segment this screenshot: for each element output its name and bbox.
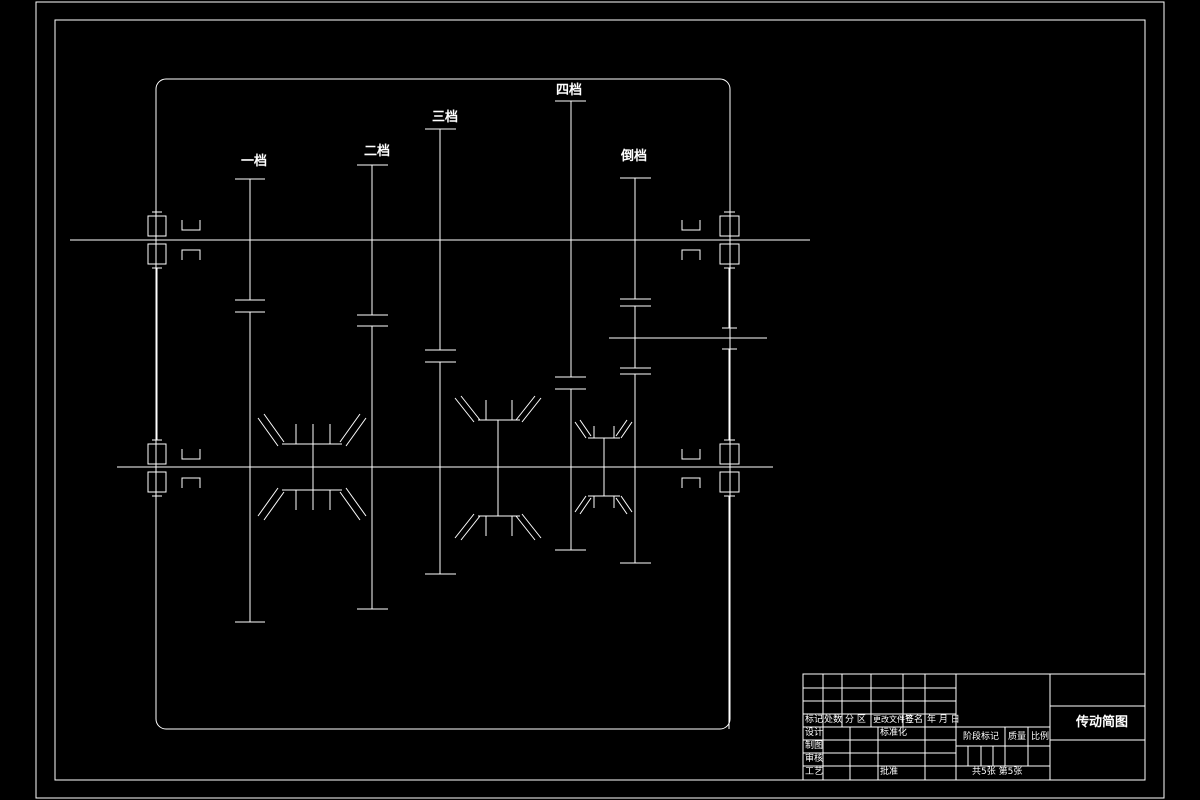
bearing-right-upper-b bbox=[719, 243, 740, 265]
bearing-left-lower-a bbox=[147, 443, 167, 465]
bearing-left-upper-a bbox=[147, 215, 167, 237]
bearing-right-lower-b bbox=[719, 471, 740, 493]
seal-left-lower-b bbox=[181, 477, 201, 488]
tb-weight: 质量 bbox=[1008, 732, 1027, 742]
tb-zone: 分 区 bbox=[845, 715, 866, 725]
label-reverse-gear: 倒档 bbox=[621, 149, 648, 164]
label-first-gear: 一档 bbox=[241, 154, 268, 169]
tb-standardization: 标准化 bbox=[880, 728, 908, 738]
seal-left-upper-a bbox=[181, 220, 201, 231]
seal-right-lower-a bbox=[681, 449, 701, 460]
tb-drawn: 制图 bbox=[805, 741, 824, 751]
tb-process: 工艺 bbox=[805, 767, 824, 777]
seal-right-upper-a bbox=[681, 220, 701, 231]
drawing-title: 传动简图 bbox=[1076, 715, 1129, 730]
tb-design: 设计 bbox=[805, 728, 824, 738]
bearing-right-upper-a bbox=[719, 215, 740, 237]
tb-change-doc: 更改文件号 bbox=[873, 715, 913, 724]
tb-scale: 比例 bbox=[1031, 732, 1050, 742]
tb-date: 年 月 日 bbox=[927, 715, 960, 725]
label-third-gear: 三档 bbox=[432, 110, 459, 125]
seal-right-lower-b bbox=[681, 477, 701, 488]
gearbox-housing bbox=[155, 78, 731, 730]
tb-mark: 标记 bbox=[805, 715, 824, 725]
tb-sheets: 共5张 第5张 bbox=[972, 767, 1023, 777]
bearing-left-lower-b bbox=[147, 471, 167, 493]
gear-third bbox=[425, 128, 456, 575]
seal-left-upper-b bbox=[181, 249, 201, 260]
synchronizer-3-4 bbox=[454, 395, 542, 541]
bearing-right-lower-a bbox=[719, 443, 740, 465]
tb-signature: 签名 bbox=[905, 715, 924, 725]
inner-border bbox=[54, 19, 1146, 781]
gear-reverse bbox=[620, 177, 651, 564]
synchronizer-1-2 bbox=[257, 413, 367, 521]
gear-second bbox=[357, 164, 388, 610]
title-block-grid bbox=[802, 673, 1146, 781]
seal-right-upper-b bbox=[681, 249, 701, 260]
gear-fourth bbox=[555, 100, 586, 551]
tb-approve: 批准 bbox=[880, 767, 899, 777]
gear-first bbox=[235, 178, 265, 623]
bearing-left-upper-b bbox=[147, 243, 167, 265]
label-fourth-gear: 四档 bbox=[556, 83, 583, 98]
tb-count: 处数 bbox=[824, 715, 843, 725]
outer-border bbox=[35, 1, 1165, 799]
seal-left-lower-a bbox=[181, 449, 201, 460]
label-second-gear: 二档 bbox=[364, 144, 391, 159]
synchronizer-reverse bbox=[574, 419, 633, 515]
tb-review: 审核 bbox=[805, 754, 824, 764]
tb-stage-mark: 阶段标记 bbox=[963, 732, 1000, 742]
